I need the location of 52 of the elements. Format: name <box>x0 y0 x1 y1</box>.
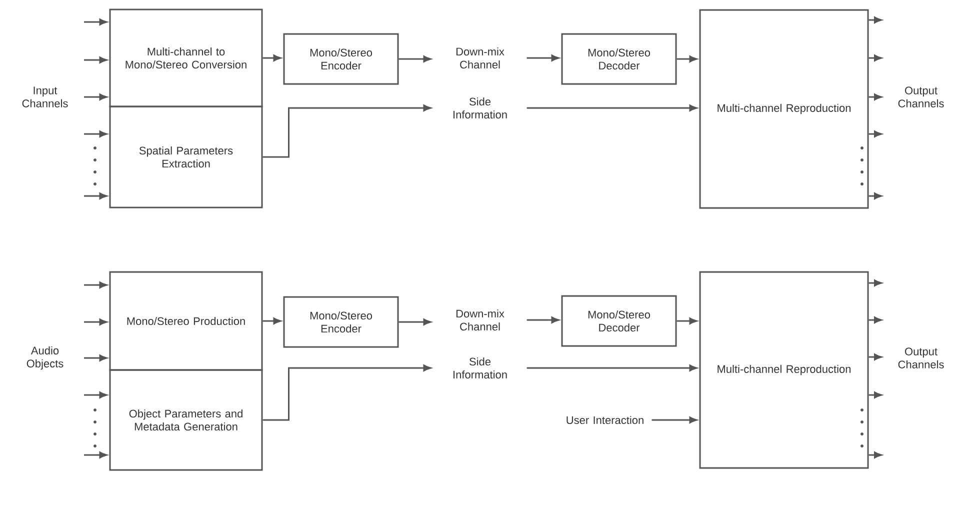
arrow <box>868 452 882 458</box>
arrow <box>84 354 108 362</box>
arrow <box>868 130 882 138</box>
arrow <box>868 392 882 398</box>
arrow <box>262 318 282 324</box>
side-label: Output Channels <box>898 86 944 108</box>
side-label: Audio Objects <box>26 346 64 370</box>
process-box: Spatial Parameters Extraction <box>109 106 263 208</box>
arrow <box>868 354 882 360</box>
signal-label: Down-mix Channel <box>456 47 504 69</box>
signal-label: Side Information <box>454 357 507 379</box>
arrow <box>676 56 698 62</box>
signal-label: Down-mix Channel <box>456 309 504 331</box>
arrow <box>84 94 108 100</box>
process-box: Mono/Stereo Decoder <box>561 295 677 347</box>
arrow <box>868 54 882 62</box>
arrow <box>84 318 108 326</box>
process-box: Multi-channel Reproduction <box>699 271 869 469</box>
side-label: Output Channels <box>898 348 944 368</box>
arrow <box>262 364 432 421</box>
arrow <box>84 192 108 200</box>
arrow <box>84 56 108 64</box>
arrow <box>868 94 882 100</box>
arrow <box>868 280 882 286</box>
signal-label: User Interaction <box>566 416 644 424</box>
arrow <box>84 392 108 398</box>
side-label: Input Channels <box>22 86 68 108</box>
process-box: Multi-channel Reproduction <box>699 9 869 209</box>
arrow <box>868 16 882 24</box>
arrow <box>676 318 698 324</box>
arrow <box>868 192 882 200</box>
arrow <box>84 282 108 288</box>
arrow <box>84 18 108 26</box>
arrow <box>84 130 108 138</box>
process-box: Multi-channel to Mono/Stereo Conversion <box>109 8 263 108</box>
arrow <box>526 316 560 324</box>
process-box: Mono/Stereo Encoder <box>283 296 399 348</box>
arrow <box>262 54 282 62</box>
process-box: Object Parameters and Metadata Generation <box>109 369 263 471</box>
arrow <box>526 364 698 372</box>
arrow <box>526 54 560 62</box>
arrow <box>652 416 698 424</box>
process-box: Mono/Stereo Encoder <box>283 33 399 85</box>
process-box: Mono/Stereo Production <box>109 271 263 371</box>
process-box: Mono/Stereo Decoder <box>561 33 677 85</box>
arrow <box>84 452 108 458</box>
arrow <box>398 56 432 62</box>
signal-label: Side Information <box>454 97 507 119</box>
arrow <box>526 104 698 112</box>
arrow <box>398 318 432 326</box>
arrow <box>868 316 882 324</box>
arrow <box>262 104 432 158</box>
